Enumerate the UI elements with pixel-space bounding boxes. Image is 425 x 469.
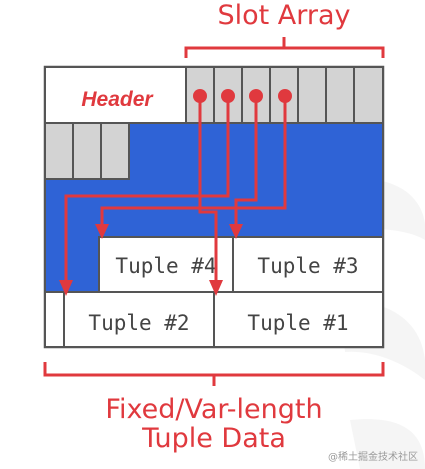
slot-array-overflow [44, 122, 130, 180]
tuple-data [44, 236, 384, 348]
tuple-data-bracket [43, 362, 385, 386]
slot-dot [193, 89, 207, 103]
slot-array [185, 66, 384, 124]
tuple-4-label: Tuple #4 [115, 254, 216, 278]
tuple-3-label: Tuple #3 [257, 254, 358, 278]
pointer-slot-1 [198, 96, 218, 282]
slot-pointers [64, 96, 287, 282]
slot-array-bracket [184, 37, 385, 58]
slot-cell [297, 66, 327, 124]
slot-pointer-dots [193, 89, 292, 103]
tuple-data-label-line2: Tuple Data [141, 423, 286, 454]
slot-cell [44, 122, 74, 180]
tuple-data-label-line1: Fixed/Var-length [105, 394, 322, 425]
slot-cell [353, 66, 384, 124]
pointer-slot-3 [234, 96, 258, 226]
tuple-gap-cell [44, 291, 65, 348]
arrowhead-tuple-1 [209, 280, 223, 296]
tuple-4-cell [98, 236, 234, 293]
pointer-slot-4 [100, 96, 287, 226]
slot-array-label: Slot Array [217, 0, 350, 31]
slot-cell [72, 122, 102, 180]
tuple-2-label: Tuple #2 [88, 311, 189, 335]
watermark: @稀土掘金技术社区 [328, 450, 418, 463]
slot-dot [249, 89, 263, 103]
tuple-2-cell [63, 291, 215, 348]
slot-cell [100, 122, 130, 180]
pointer-slot-2 [64, 96, 230, 282]
tuple-1-cell [213, 291, 384, 348]
header-label: Header [81, 88, 154, 111]
arrowhead-tuple-2 [59, 280, 73, 296]
arrowhead-tuple-3 [229, 224, 243, 239]
arrowhead-tuple-4 [95, 224, 109, 239]
pointer-arrowheads [59, 224, 243, 296]
slot-dot [221, 89, 235, 103]
tuple-3-cell [232, 236, 384, 293]
slot-dot [278, 89, 292, 103]
tuple-1-label: Tuple #1 [247, 311, 348, 335]
slot-cell [325, 66, 355, 124]
